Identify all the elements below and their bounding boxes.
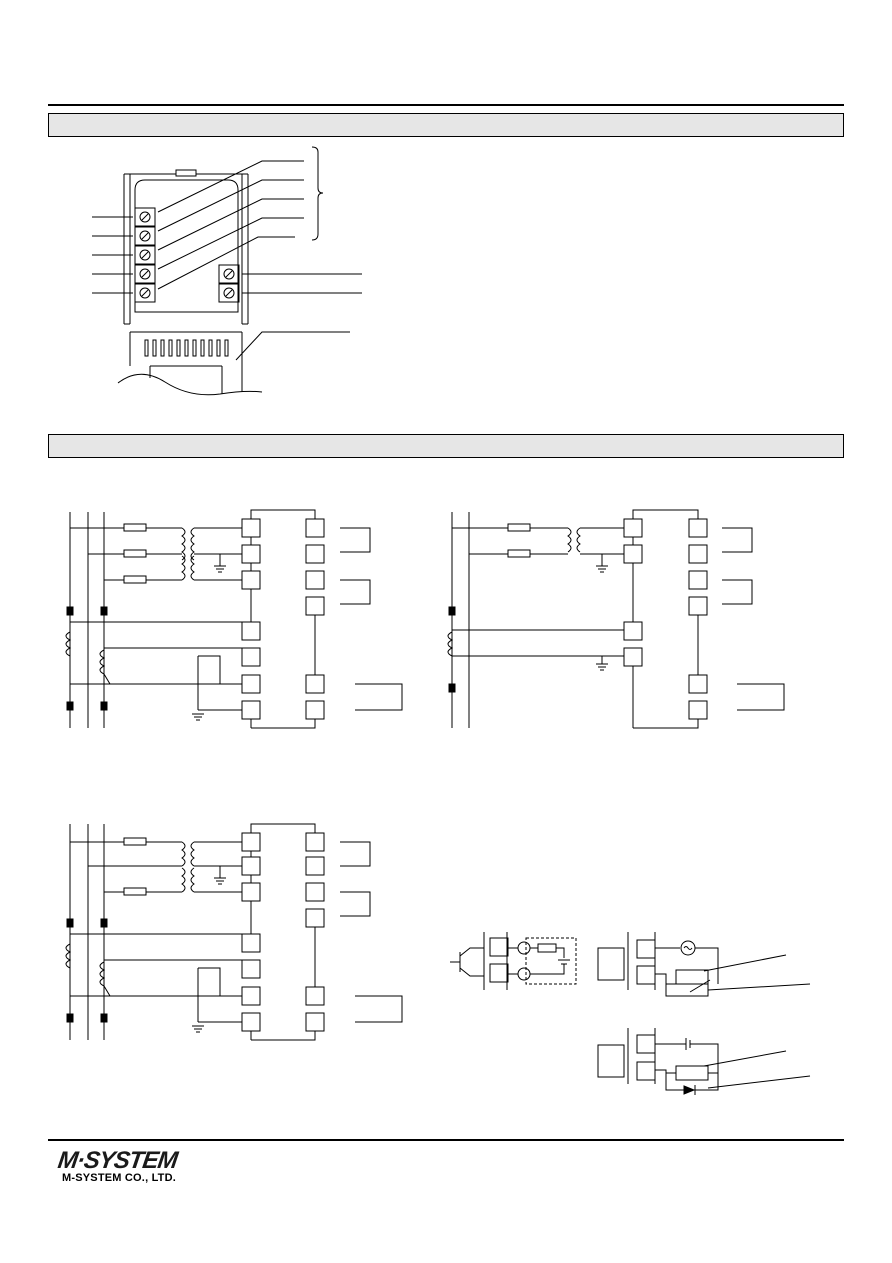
unit-front-view xyxy=(117,169,263,396)
wiring-diagram-a xyxy=(65,509,403,729)
company-logo: M·SYSTEM xyxy=(56,1147,179,1174)
leader-lines xyxy=(92,146,362,361)
wiring-diagram-c xyxy=(65,823,403,1041)
bottom-rule xyxy=(48,1139,844,1141)
output-example-relay-dc xyxy=(597,1028,811,1095)
section-header-connection-diagram xyxy=(48,434,844,458)
terminal-block-right xyxy=(218,264,240,303)
section-header-terminal-assignments xyxy=(48,113,844,137)
output-example-relay-ac xyxy=(597,932,811,997)
output-example-transistor xyxy=(450,932,577,990)
wiring-diagram-b xyxy=(447,509,785,729)
vent-slots xyxy=(144,339,229,357)
top-rule xyxy=(48,104,844,106)
company-name: M-SYSTEM CO., LTD. xyxy=(62,1172,177,1184)
terminal-block-left xyxy=(134,207,156,303)
